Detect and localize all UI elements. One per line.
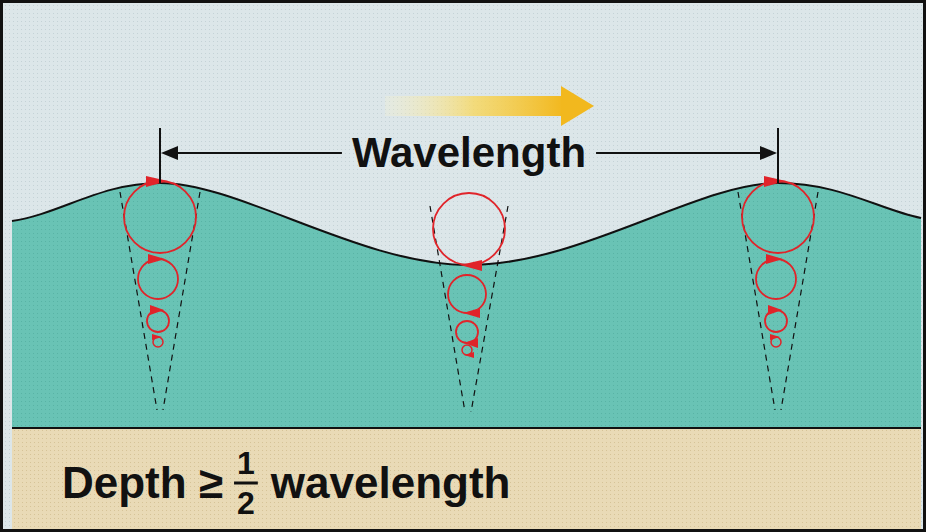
arrow-head: [760, 146, 777, 160]
floor-line: [12, 427, 921, 429]
dimension-line: [172, 152, 342, 154]
trough-orbits: [430, 193, 508, 412]
fraction-bar: [234, 482, 258, 485]
dimension-label: Wavelength: [352, 132, 586, 174]
crest-orbits: [738, 176, 818, 410]
direction-arrow: [385, 86, 594, 126]
arrow-head: [161, 146, 178, 160]
fraction-numerator: 1: [237, 447, 255, 479]
sea-floor: [12, 428, 921, 530]
crest-orbits: [120, 176, 200, 410]
wavelength-tick: [159, 128, 161, 183]
caption-text: Depth ≥: [62, 461, 223, 505]
water: [12, 183, 921, 428]
caption-text: wavelength: [271, 461, 511, 505]
wavelength-tick: [777, 128, 779, 183]
fraction-denominator: 2: [237, 487, 255, 519]
dimension-line: [596, 152, 766, 154]
